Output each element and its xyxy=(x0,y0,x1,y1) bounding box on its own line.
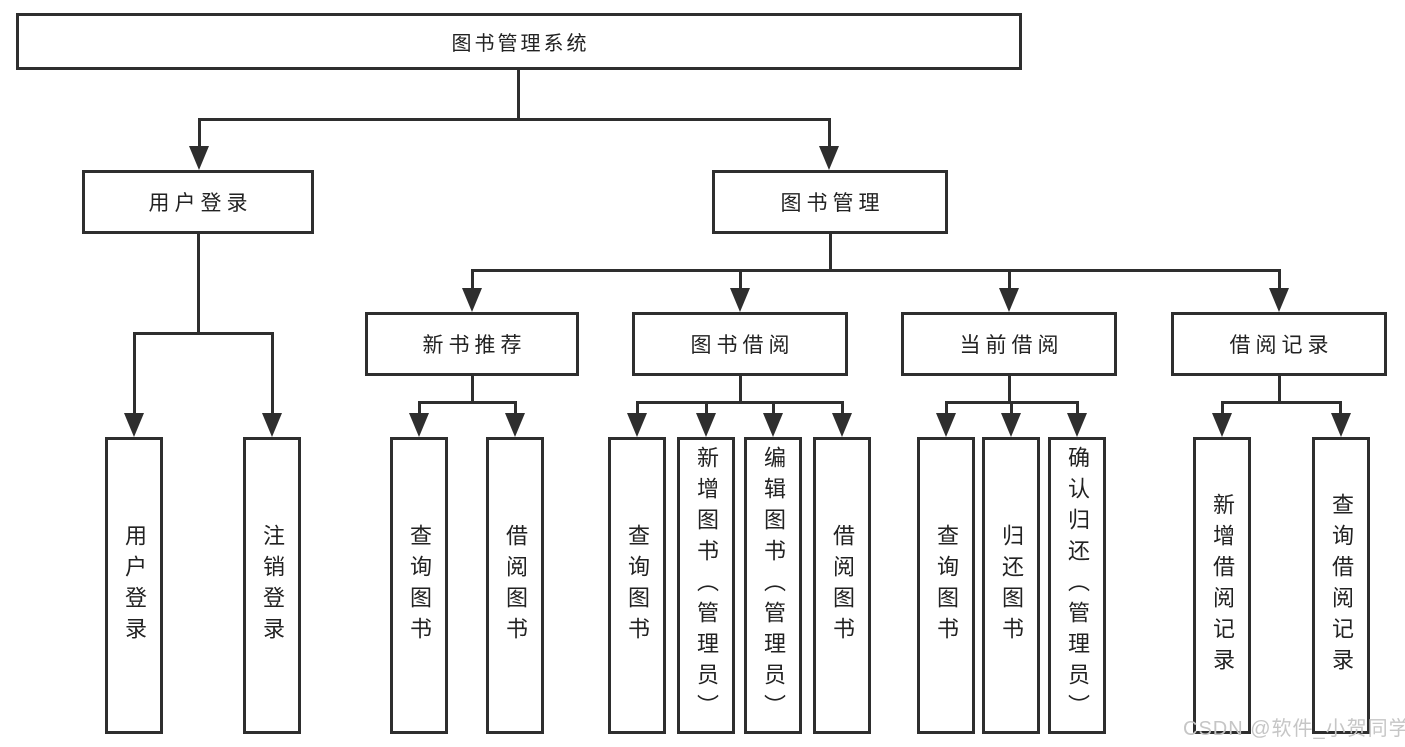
leaf-edit-book-admin: 编辑图书（管理员） xyxy=(744,437,802,734)
node-label: 新增图书（管理员） xyxy=(694,446,719,725)
connector-bookmgmt-hline xyxy=(471,269,1281,272)
arrow-down-icon xyxy=(505,413,525,437)
node-label: 归还图书 xyxy=(999,523,1024,648)
connector-borrowing-hline xyxy=(636,401,843,404)
connector-bookmgmt-stem2 xyxy=(739,269,742,291)
connector-recommend-vline xyxy=(471,376,474,404)
connector-borrowing-stem4 xyxy=(841,401,844,415)
node-label: 查询图书 xyxy=(407,523,432,648)
node-borrowing-records: 借阅记录 xyxy=(1171,312,1387,376)
leaf-borrow-books-borrowing: 借阅图书 xyxy=(813,437,871,734)
node-library-system: 图书管理系统 xyxy=(16,13,1022,70)
connector-records-vline xyxy=(1278,376,1281,404)
connector-records-hline xyxy=(1221,401,1342,404)
connector-borrowing-stem3 xyxy=(772,401,775,415)
connector-userlogin-stem1 xyxy=(133,332,136,414)
arrow-down-icon xyxy=(763,413,783,437)
node-label: 当前借阅 xyxy=(959,334,1064,357)
arrow-down-icon xyxy=(696,413,716,437)
connector-root-stem-left xyxy=(198,118,201,150)
arrow-down-icon xyxy=(1067,413,1087,437)
node-label: 确认归还（管理员） xyxy=(1065,446,1090,725)
arrow-down-icon xyxy=(409,413,429,437)
node-new-book-recommend: 新书推荐 xyxy=(365,312,579,376)
node-label: 注销登录 xyxy=(260,523,285,648)
arrow-down-icon xyxy=(819,146,839,170)
leaf-query-books-recommend: 查询图书 xyxy=(390,437,448,734)
arrow-down-icon xyxy=(936,413,956,437)
node-label: 编辑图书（管理员） xyxy=(761,446,786,725)
node-label: 新书推荐 xyxy=(422,334,527,357)
arrow-down-icon xyxy=(124,413,144,437)
arrow-down-icon xyxy=(730,288,750,312)
leaf-query-books-current: 查询图书 xyxy=(917,437,975,734)
connector-borrowing-stem2 xyxy=(705,401,708,415)
arrow-down-icon xyxy=(627,413,647,437)
node-label: 用户登录 xyxy=(148,192,253,215)
connector-recommend-stem1 xyxy=(418,401,421,415)
leaf-logout: 注销登录 xyxy=(243,437,301,734)
connector-records-stem1 xyxy=(1221,401,1224,415)
arrow-down-icon xyxy=(1212,413,1232,437)
arrow-down-icon xyxy=(1001,413,1021,437)
connector-root-vline xyxy=(517,70,520,118)
connector-recommend-stem2 xyxy=(514,401,517,415)
leaf-query-books-borrowing: 查询图书 xyxy=(608,437,666,734)
connector-userlogin-vline xyxy=(197,234,200,334)
node-label: 查询借阅记录 xyxy=(1329,492,1354,679)
connector-borrowing-vline xyxy=(739,376,742,404)
connector-bookmgmt-stem4 xyxy=(1278,269,1281,291)
connector-bookmgmt-vline xyxy=(829,234,832,272)
arrow-down-icon xyxy=(832,413,852,437)
connector-current-vline xyxy=(1008,376,1011,404)
node-label: 用户登录 xyxy=(122,523,147,648)
leaf-add-book-admin: 新增图书（管理员） xyxy=(677,437,735,734)
node-label: 查询图书 xyxy=(934,523,959,648)
connector-current-stem3 xyxy=(1076,401,1079,415)
connector-root-hline xyxy=(198,118,830,121)
leaf-return-book: 归还图书 xyxy=(982,437,1040,734)
connector-bookmgmt-stem1 xyxy=(471,269,474,291)
node-label: 图书借阅 xyxy=(690,334,795,357)
leaf-user-login: 用户登录 xyxy=(105,437,163,734)
connector-userlogin-hline xyxy=(133,332,274,335)
node-label: 借阅图书 xyxy=(830,523,855,648)
connector-records-stem2 xyxy=(1339,401,1342,415)
node-book-management: 图书管理 xyxy=(712,170,948,234)
connector-current-stem2 xyxy=(1010,401,1013,415)
node-label: 借阅记录 xyxy=(1229,334,1334,357)
connector-bookmgmt-stem3 xyxy=(1008,269,1011,291)
node-label: 图书管理系统 xyxy=(451,33,590,55)
connector-userlogin-stem2 xyxy=(271,332,274,414)
leaf-borrow-books-recommend: 借阅图书 xyxy=(486,437,544,734)
arrow-down-icon xyxy=(462,288,482,312)
node-current-borrowing: 当前借阅 xyxy=(901,312,1117,376)
connector-root-stem-right xyxy=(828,118,831,150)
connector-borrowing-stem1 xyxy=(636,401,639,415)
connector-recommend-hline xyxy=(418,401,517,404)
arrow-down-icon xyxy=(189,146,209,170)
node-book-borrowing: 图书借阅 xyxy=(632,312,848,376)
arrow-down-icon xyxy=(1269,288,1289,312)
arrow-down-icon xyxy=(999,288,1019,312)
node-label: 借阅图书 xyxy=(503,523,528,648)
node-user-login: 用户登录 xyxy=(82,170,314,234)
leaf-confirm-return-admin: 确认归还（管理员） xyxy=(1048,437,1106,734)
node-label: 图书管理 xyxy=(780,192,885,215)
connector-current-stem1 xyxy=(945,401,948,415)
watermark: CSDN @软件_小贺同学 xyxy=(1183,718,1405,740)
leaf-query-borrow-record: 查询借阅记录 xyxy=(1312,437,1370,734)
leaf-add-borrow-record: 新增借阅记录 xyxy=(1193,437,1251,734)
node-label: 查询图书 xyxy=(625,523,650,648)
node-label: 新增借阅记录 xyxy=(1210,492,1235,679)
arrow-down-icon xyxy=(262,413,282,437)
arrow-down-icon xyxy=(1331,413,1351,437)
